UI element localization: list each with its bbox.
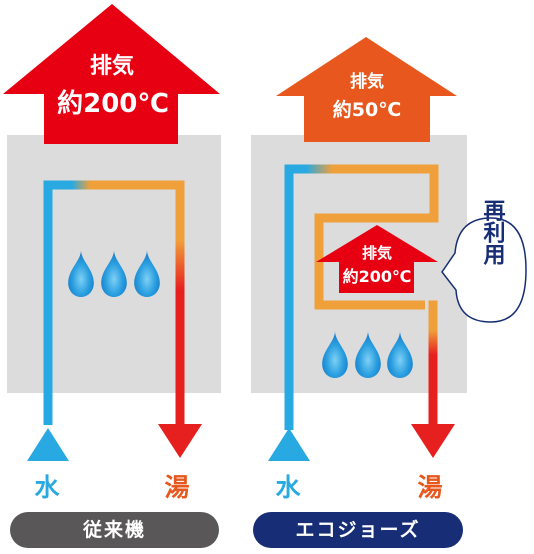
- exhaust-temp: 約200℃: [57, 88, 169, 119]
- exhaust-label: 排気: [350, 71, 384, 92]
- hot-water-outlet-arrow-icon: [158, 424, 202, 458]
- reuse-bubble: [441, 217, 527, 323]
- exhaust-arrow-icon: [316, 225, 438, 293]
- conventional-unit: 排気 約200℃ 水 湯: [3, 4, 221, 502]
- water-label: 水: [34, 473, 60, 502]
- exhaust-arrow-icon: [3, 4, 220, 144]
- reuse-bubble-text: 再利用: [480, 199, 506, 266]
- eco-unit: 排気 約50℃ 排気 約200℃ 再利用 水 湯: [251, 37, 527, 502]
- heat-pipe-coil: [314, 164, 439, 310]
- hot-water-label: 湯: [164, 473, 189, 502]
- water-inlet-arrow-icon: [268, 428, 310, 461]
- conventional-caption: 従来機: [10, 512, 219, 548]
- hot-water-outlet-arrow-icon: [411, 424, 455, 458]
- exhaust-temp: 約50℃: [333, 98, 401, 121]
- exhaust-label: 排気: [90, 53, 134, 79]
- inner-exhaust-temp: 約200℃: [343, 267, 412, 286]
- inner-exhaust-label: 排気: [362, 244, 392, 262]
- water-label: 水: [275, 473, 301, 502]
- water-inlet-arrow-icon: [27, 428, 69, 461]
- hot-water-label: 湯: [417, 473, 442, 502]
- eco-caption: エコジョーズ: [253, 512, 463, 548]
- exhaust-arrow-icon: [276, 37, 457, 142]
